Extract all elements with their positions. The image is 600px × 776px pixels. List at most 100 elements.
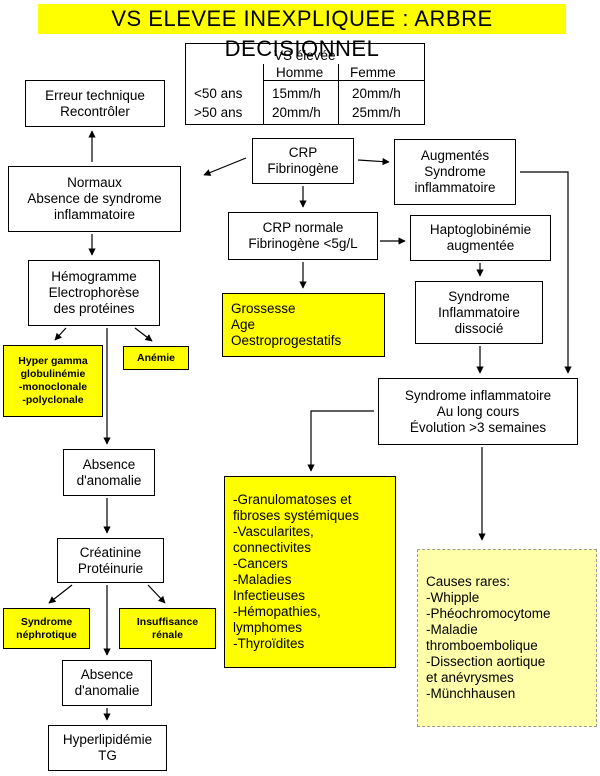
box-line: Causes rares: xyxy=(426,574,511,589)
box-line: -Whipple xyxy=(426,590,480,605)
box-line: Protéinurie xyxy=(77,560,144,576)
box-line: Hyper gamma xyxy=(18,355,88,367)
box-normaux: Normaux Absence de syndrome inflammatoir… xyxy=(8,166,181,232)
box-crp-fibrinogene: CRP Fibrinogène xyxy=(252,138,354,184)
box-hyper-gamma: Hyper gamma globulinémie -monoclonale -p… xyxy=(3,345,103,417)
box-creatinine: Créatinine Protéinurie xyxy=(57,538,164,583)
box-line: CRP xyxy=(288,145,318,160)
box-syndrome-nephrotique: Syndrome néphrotique xyxy=(3,608,90,649)
box-absence-anomalie-1: Absence d'anomalie xyxy=(63,449,155,496)
box-line: -monoclonale xyxy=(18,381,88,393)
vs-table-heading: VS élevée xyxy=(274,48,336,63)
box-line: Recontrôler xyxy=(60,103,130,119)
box-line: néphrotique xyxy=(16,628,77,641)
arrow-hemogramme-to-anemie xyxy=(134,327,153,342)
arrow-crp-to-normaux xyxy=(203,157,247,176)
vs-row-homme: 20mm/h xyxy=(272,105,321,120)
box-line: Créatinine xyxy=(79,544,142,560)
box-causes-rares: Causes rares: -Whipple -Phéochromocytome… xyxy=(417,549,597,727)
vs-table-vline-1 xyxy=(263,64,264,125)
box-hemogramme: Hémogramme Electrophorèse des protéines xyxy=(28,260,160,326)
box-line: Oestroprogestatifs xyxy=(231,333,342,348)
box-line: Insuffisance xyxy=(136,615,199,628)
box-line: -Granulomatoses et xyxy=(233,492,352,507)
vs-table-vline-2 xyxy=(338,64,339,125)
box-line: Évolution >3 semaines xyxy=(409,419,547,435)
box-line: -Dissection aortique xyxy=(426,654,546,669)
vs-reference-table: VS élevée Homme Femme <50 ans 15mm/h 20m… xyxy=(185,43,425,125)
box-line: Age xyxy=(231,317,256,332)
box-line: globulinémie xyxy=(20,368,86,380)
box-line: Grossesse xyxy=(231,301,296,316)
box-line: Hémogramme xyxy=(51,269,137,284)
box-insuffisance-renale: Insuffisance rénale xyxy=(119,608,216,649)
box-line: Infectieuses xyxy=(233,588,306,603)
box-hyperlipidemie: Hyperlipidémie TG xyxy=(48,725,167,771)
box-line: rénale xyxy=(152,628,183,641)
box-line: Electrophorèse xyxy=(48,285,140,300)
vs-row-age: <50 ans xyxy=(194,86,243,101)
box-line: lymphomes xyxy=(233,620,303,635)
box-line: Syndrome xyxy=(448,288,510,304)
box-line: connectivites xyxy=(233,540,312,555)
box-line: -Thyroïdites xyxy=(233,636,305,651)
vs-row-age: >50 ans xyxy=(194,105,243,120)
arrow-crp-to-augmentes xyxy=(357,157,390,166)
box-line: dissocié xyxy=(454,320,504,336)
box-line: -Cancers xyxy=(233,556,288,571)
box-line: -Vascularites, xyxy=(233,524,314,539)
box-grossesse: Grossesse Age Oestroprogestatifs xyxy=(222,293,385,357)
box-line: Syndrome xyxy=(424,164,486,179)
vs-row-femme: 25mm/h xyxy=(352,105,401,120)
vs-row-homme: 15mm/h xyxy=(272,86,321,101)
box-line: Normaux xyxy=(67,175,122,190)
diagram-title: VS ELEVEE INEXPLIQUEE : ARBRE DECISIONNE… xyxy=(38,4,566,61)
box-line: d'anomalie xyxy=(76,472,142,488)
box-line: inflammatoire xyxy=(53,207,136,222)
box-line: Syndrome inflammatoire xyxy=(404,387,552,403)
box-haptoglobinemie: Haptoglobinémie augmentée xyxy=(410,215,551,261)
box-line: CRP normale xyxy=(262,220,344,235)
box-line: inflammatoire xyxy=(414,180,496,195)
vs-col-femme: Femme xyxy=(350,65,396,80)
box-line: Absence de syndrome xyxy=(27,191,162,206)
box-augmentes: Augmentés Syndrome inflammatoire xyxy=(394,139,516,205)
box-line: thromboembolique xyxy=(426,638,538,653)
box-line: -Phéochromocytome xyxy=(426,606,551,621)
vs-col-homme: Homme xyxy=(276,65,324,80)
box-crp-normale: CRP normale Fibrinogène <5g/L xyxy=(228,212,378,260)
box-line: Anémie xyxy=(137,351,175,364)
box-anemie: Anémie xyxy=(123,346,189,370)
box-line: -Hémopathies, xyxy=(233,604,321,619)
box-line: Augmentés xyxy=(420,148,490,163)
box-line: Fibrinogène <5g/L xyxy=(248,236,358,251)
box-line: des protéines xyxy=(53,301,135,316)
box-long-cours: Syndrome inflammatoire Au long cours Évo… xyxy=(378,378,578,445)
box-absence-anomalie-2: Absence d'anomalie xyxy=(62,660,152,706)
box-line: -Maladies xyxy=(233,572,292,587)
arrow-creatinine-to-nephrotique xyxy=(48,584,73,604)
box-erreur-technique: Erreur technique Recontrôler xyxy=(25,80,165,127)
box-line: Hyperlipidémie xyxy=(62,732,153,747)
box-line: Syndrome xyxy=(20,615,73,628)
box-line: d'anomalie xyxy=(74,683,140,698)
box-syndrome-dissocie: Syndrome Inflammatoire dissocié xyxy=(415,281,543,344)
box-line: -Münchhausen xyxy=(426,686,516,701)
box-line: TG xyxy=(98,748,117,763)
box-line: Haptoglobinémie xyxy=(429,222,532,237)
box-line: Absence xyxy=(80,667,134,682)
box-line: Erreur technique xyxy=(45,87,145,103)
vs-table-rule xyxy=(263,80,425,81)
box-line: -Maladie xyxy=(426,622,478,637)
box-line: fibroses systémiques xyxy=(233,508,360,523)
box-line: Au long cours xyxy=(436,403,520,419)
box-line: et anévrysmes xyxy=(426,670,514,685)
arrow-long-cours-to-granulomatoses xyxy=(307,410,374,472)
box-line: Inflammatoire xyxy=(438,304,520,320)
arrow-hemogramme-to-hyper-gamma xyxy=(54,327,67,341)
box-line: augmentée xyxy=(446,238,515,253)
box-line: Fibrinogène xyxy=(267,161,339,176)
arrow-creatinine-to-insuffisance xyxy=(147,584,166,604)
box-line: Absence xyxy=(82,456,136,472)
vs-row-femme: 20mm/h xyxy=(352,86,401,101)
